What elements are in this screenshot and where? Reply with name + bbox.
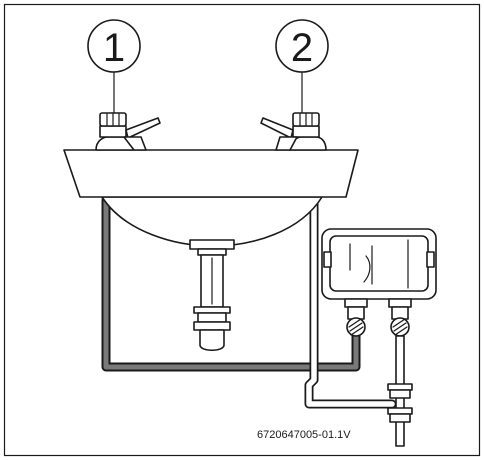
basin-bowl [101, 196, 323, 247]
inlet-pipe [387, 335, 413, 447]
connection-valve-right [388, 298, 412, 337]
right-supply-pipe [304, 195, 397, 409]
diagram-frame [3, 3, 481, 457]
water-heater-unit [321, 228, 437, 300]
basin-rim [63, 149, 359, 198]
callout-label-1: 1 [103, 26, 125, 70]
tap-right [260, 112, 327, 151]
document-code: 6720647005-01.1V [257, 429, 351, 441]
drain-trap [189, 239, 235, 352]
callout-1: 1 [87, 19, 141, 114]
tap-left [95, 112, 161, 151]
left-supply-pipe [101, 195, 361, 372]
connection-valve-left [344, 298, 368, 337]
callout-label-2: 2 [291, 26, 313, 70]
callout-2: 2 [275, 19, 329, 114]
